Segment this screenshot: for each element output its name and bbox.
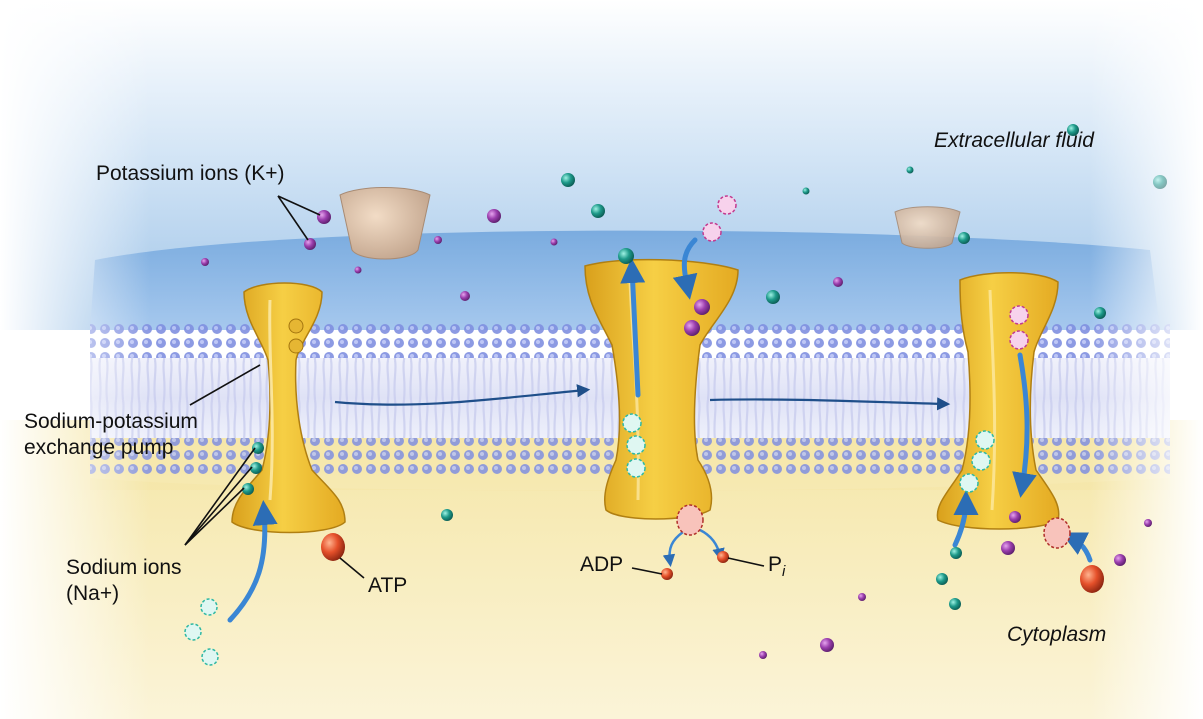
potassium-ions-text: Potassium ions (K+): [96, 162, 285, 185]
leader-lines: [184, 195, 765, 579]
empty-phosphate-sites: [676, 504, 1071, 549]
potassium-ions: [201, 209, 1152, 659]
cytoplasm-label: Cytoplasm: [1007, 623, 1107, 646]
adp-label: ADP: [580, 553, 624, 576]
transition-arrow-1: [334, 384, 591, 406]
pump-label-line2: exchange pump: [24, 436, 174, 459]
atp-label: ATP: [368, 574, 408, 597]
sodium-potassium-pump-1: [231, 282, 346, 534]
sodium-ions-label-line2: (Na+): [66, 582, 120, 605]
empty-binding-sites: [184, 413, 995, 666]
pump-label-line1: Sodium-potassium: [24, 410, 198, 433]
sodium-ions-label-line1: Sodium ions: [66, 556, 182, 579]
extracellular-fluid-label: Extracellular fluid: [934, 129, 1094, 152]
potassium-ions-label: Potassium ions (K+): [96, 162, 285, 186]
empty-potassium-sites: [702, 195, 1029, 350]
pi-text: P: [768, 553, 783, 576]
channel-protein-1: [339, 187, 431, 260]
transition-arrow-2: [709, 397, 951, 411]
phosphate-groups: [321, 533, 1104, 593]
pi-subscript: i: [782, 563, 786, 581]
sodium-ions: [242, 124, 1167, 610]
channel-protein-2: [894, 206, 961, 249]
pi-label: Pi: [768, 553, 785, 584]
